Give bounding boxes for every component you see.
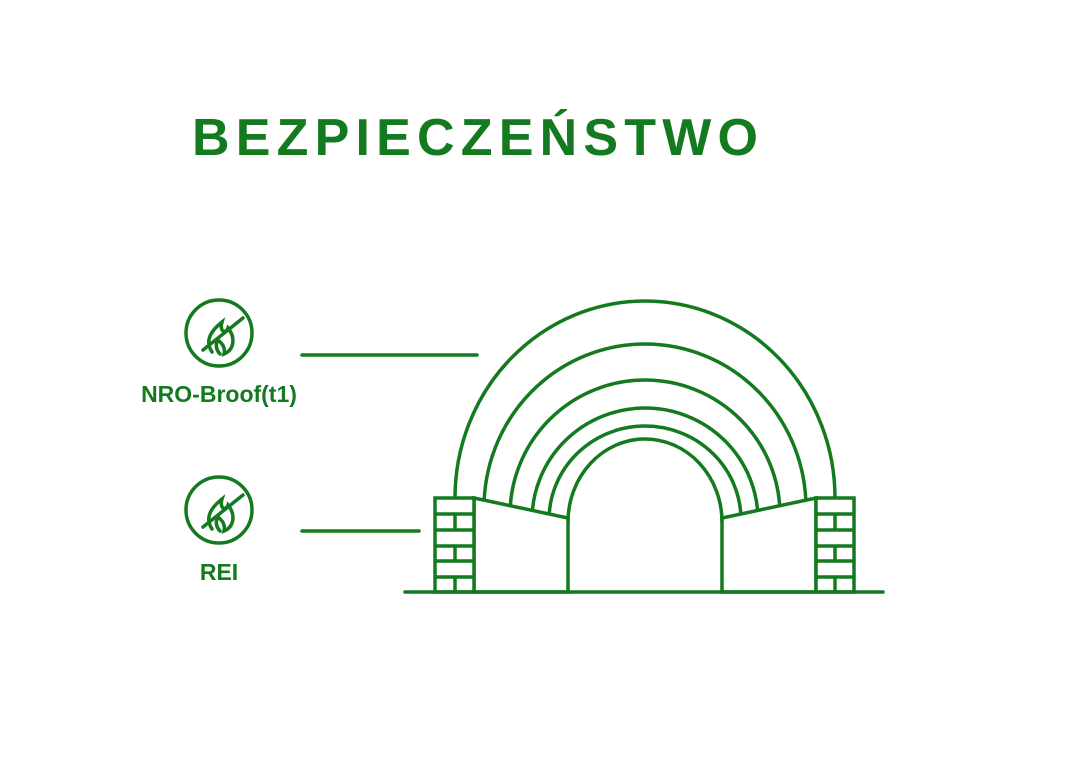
arched-hall-illustration <box>403 299 885 594</box>
page-title: BEZPIECZEŃSTWO <box>192 109 765 167</box>
no-fire-icon <box>184 298 254 368</box>
roof-rating-label: NRO-Broof(t1) <box>141 381 297 407</box>
wall-rating-label: REI <box>199 559 239 585</box>
no-fire-icon <box>184 475 254 545</box>
